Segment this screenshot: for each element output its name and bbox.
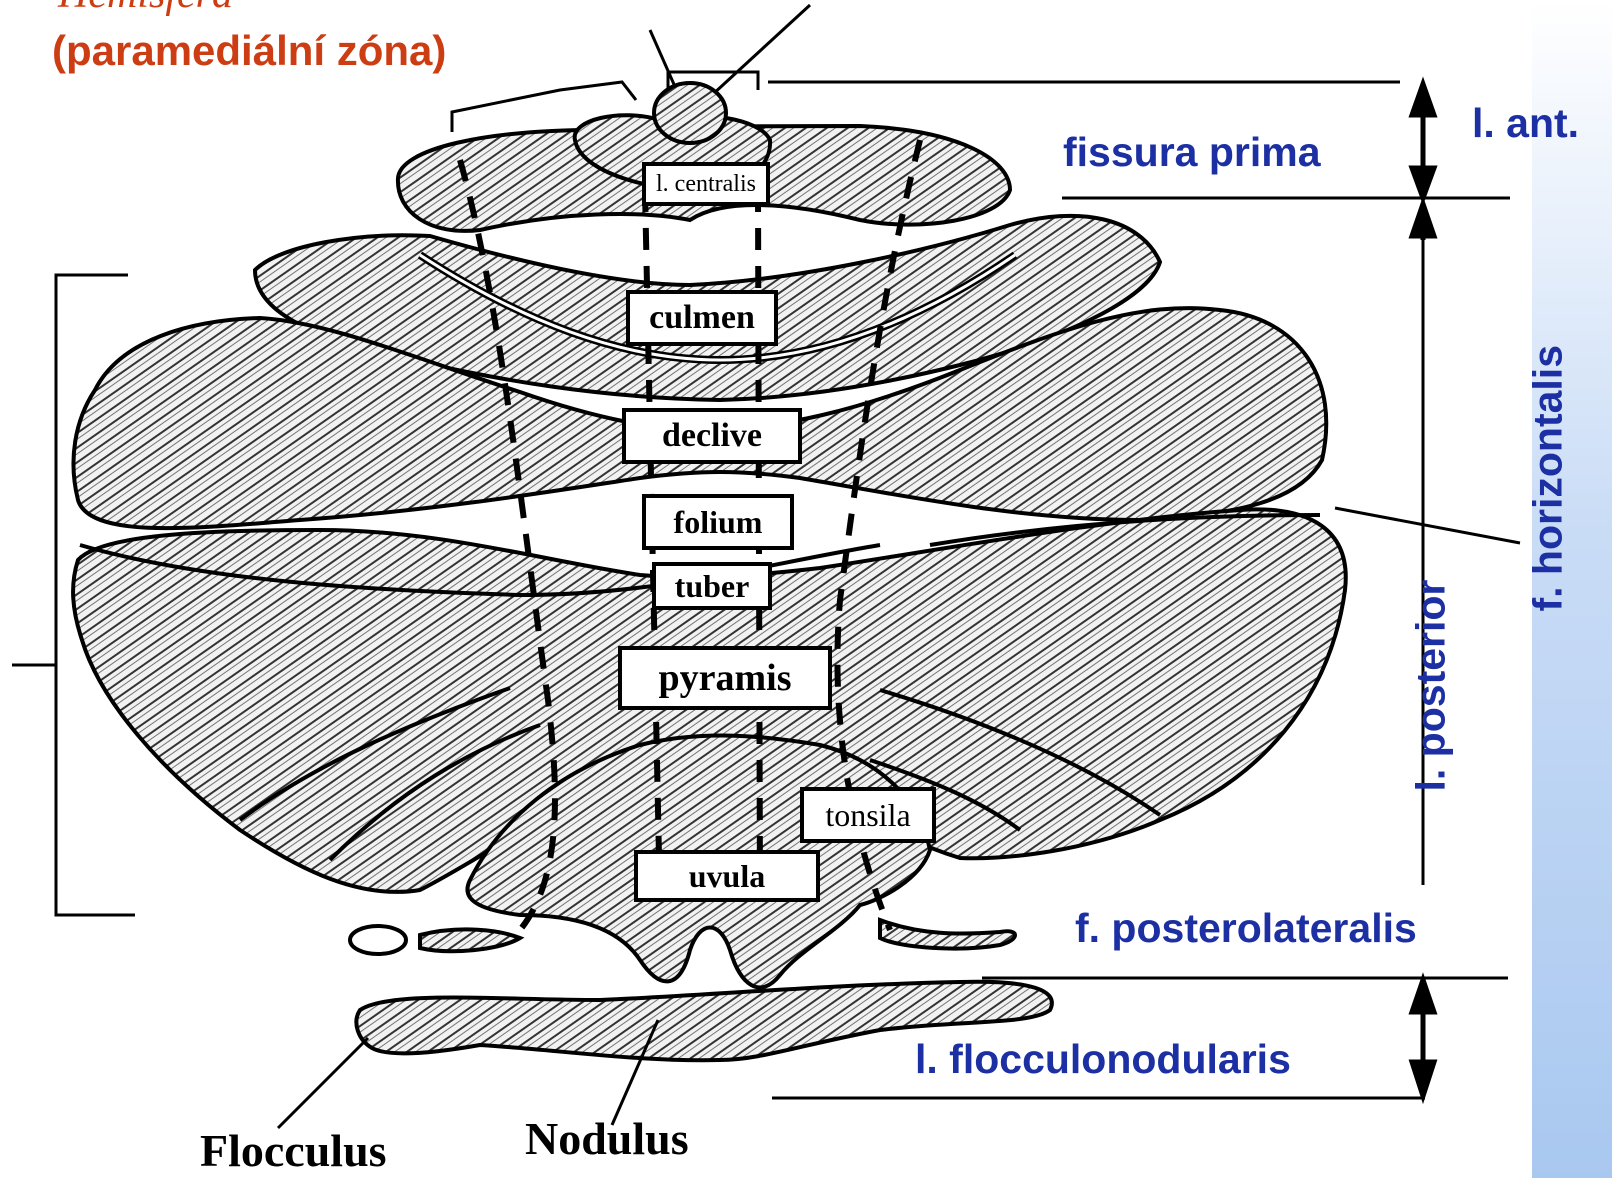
box-uvula: uvula [634,850,820,902]
nodulus-label: Nodulus [525,1112,689,1165]
box-tuber: tuber [652,562,772,610]
l-flocculonodularis-label: l. flocculonodularis [915,1036,1291,1083]
box-pyramis: pyramis [618,646,832,710]
lobus-anterior-label: l. ant. [1472,100,1579,147]
f-posterolateralis-label: f. posterolateralis [1075,905,1417,952]
box-culmen: culmen [626,290,778,346]
box-l-centralis: l. centralis [642,162,770,206]
top-pointers [452,5,810,132]
fissura-prima-label: fissura prima [1063,129,1321,176]
l-posterior-label: l. posterior [1408,632,1455,792]
flocculus-small-oval [350,926,406,954]
hemisphere-label: Hemisféra [58,0,233,18]
box-declive: declive [622,408,802,464]
flocculus-label: Flocculus [200,1124,387,1177]
f-horizontalis-label: f. horizontalis [1525,432,1572,612]
paramedian-zone-label: (paramediální zóna) [52,27,446,75]
box-tonsila: tonsila [800,787,936,843]
box-folium: folium [642,494,794,550]
